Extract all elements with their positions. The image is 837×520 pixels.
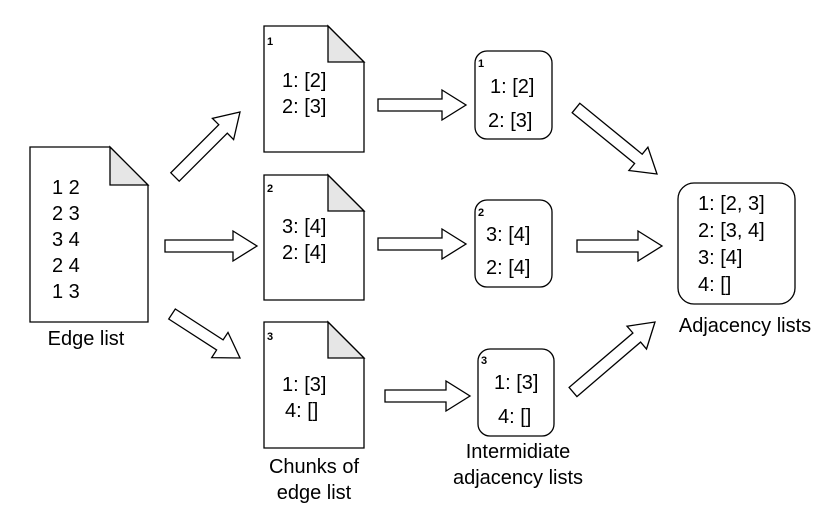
chunk-document-2: 2 3: [4] 2: [4]	[263, 173, 366, 301]
intermediate-line: 1: [2]	[490, 76, 534, 98]
final-adjacency-list: 1: [2, 3] 2: [3, 4] 3: [4] 4: []	[677, 182, 796, 305]
chunk-line: 3: [4]	[282, 216, 326, 238]
chunk-document-1: 1 1: [2] 2: [3]	[263, 24, 366, 153]
arrow-inter-1-to-final	[571, 102, 658, 175]
edge-list-document: 1 2 2 3 3 4 2 4 1 3	[29, 145, 150, 323]
edge-list-label: Edge list	[48, 328, 125, 350]
edge-list-line: 3 4	[52, 229, 80, 251]
final-label: Adjacency lists	[679, 315, 811, 337]
intermediate-index: 3	[481, 355, 487, 367]
arrow-edge-to-chunk-3	[167, 308, 242, 359]
intermediate-list-1: 1 1: [2] 2: [3]	[474, 50, 553, 140]
chunk-index: 2	[267, 183, 273, 195]
chunk-index: 3	[267, 331, 273, 343]
arrow-chunk-3-to-inter-3	[384, 379, 472, 413]
edge-list-line: 1 2	[52, 177, 80, 199]
final-line: 1: [2, 3]	[698, 193, 765, 215]
intermediate-index: 2	[478, 207, 484, 219]
arrow-edge-to-chunk-2	[164, 229, 259, 263]
intermediate-label: adjacency lists	[453, 467, 583, 489]
intermediate-line: 3: [4]	[486, 224, 530, 246]
chunk-index: 1	[267, 36, 273, 48]
final-line: 3: [4]	[698, 247, 742, 269]
intermediate-line: 1: [3]	[494, 372, 538, 394]
intermediate-line: 4: []	[498, 406, 531, 428]
chunk-line: 1: [2]	[282, 70, 326, 92]
arrow-edge-to-chunk-1	[169, 111, 241, 183]
chunk-line: 1: [3]	[282, 374, 326, 396]
intermediate-list-3: 3 1: [3] 4: []	[477, 348, 555, 437]
final-line: 4: []	[698, 274, 731, 296]
edge-list-line: 2 4	[52, 255, 80, 277]
chunk-document-3: 3 1: [3] 4: []	[263, 320, 366, 449]
final-line: 2: [3, 4]	[698, 220, 765, 242]
intermediate-line: 2: [3]	[488, 110, 532, 132]
arrows-group	[164, 88, 664, 413]
chunks-label: edge list	[277, 482, 352, 504]
chunk-line: 4: []	[285, 400, 318, 422]
intermediate-line: 2: [4]	[486, 257, 530, 279]
chunks-label: Chunks of	[269, 456, 359, 478]
intermediate-index: 1	[478, 58, 484, 70]
intermediate-list-2: 2 3: [4] 2: [4]	[474, 199, 553, 288]
intermediate-label: Intermidiate	[466, 441, 571, 463]
chunk-line: 2: [4]	[282, 242, 326, 264]
arrow-inter-3-to-final	[568, 321, 656, 398]
arrow-inter-2-to-final	[576, 229, 664, 263]
arrow-chunk-1-to-inter-1	[377, 88, 468, 122]
edge-list-line: 1 3	[52, 281, 80, 303]
arrow-chunk-2-to-inter-2	[377, 227, 468, 261]
edge-list-line: 2 3	[52, 203, 80, 225]
chunk-line: 2: [3]	[282, 96, 326, 118]
